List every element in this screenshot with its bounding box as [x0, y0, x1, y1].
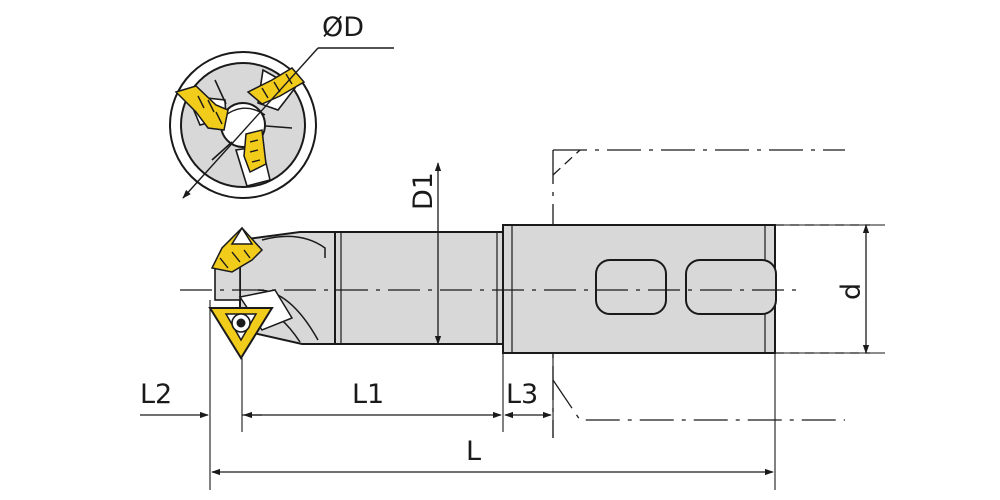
- side-view: [180, 149, 870, 438]
- l-label: L: [466, 436, 481, 467]
- l1-label: L1: [352, 379, 384, 410]
- dimension-lines: [140, 162, 885, 490]
- d-label: d: [836, 283, 867, 300]
- end-view: [169, 47, 394, 199]
- d1-label: D1: [408, 172, 439, 210]
- diameter-d-label: ØD: [322, 12, 364, 43]
- l3-label: L3: [506, 379, 538, 410]
- l2-label: L2: [140, 379, 172, 410]
